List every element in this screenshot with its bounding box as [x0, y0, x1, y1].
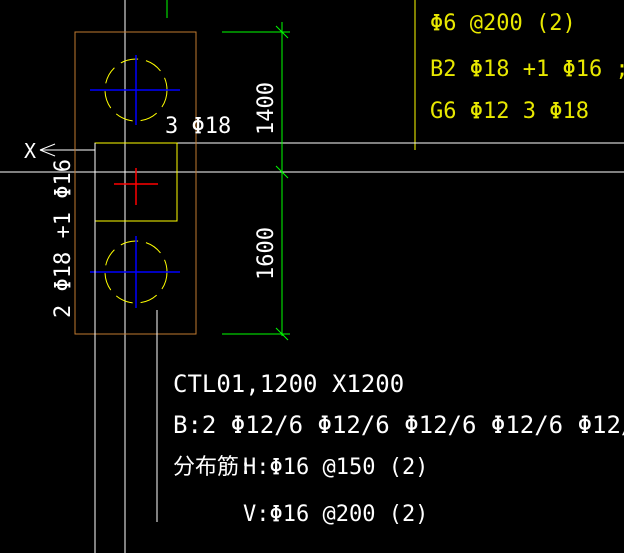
top-bar-label: 3 Φ18 [165, 114, 231, 139]
cap-bottom-reinforcement: B:2 Φ12/6 Φ12/6 Φ12/6 Φ12/6 Φ12/6 Φ12 [173, 411, 624, 439]
dimension-tick [275, 165, 289, 179]
x-axis-arrowhead [39, 143, 56, 151]
side-annotation: G6 Φ12 3 Φ18 [430, 99, 589, 124]
bottom-top-annotation: B2 Φ18 +1 Φ16 ; T2 Φ1 [430, 57, 624, 82]
stirrup-annotation: Φ6 @200 (2) [430, 11, 576, 36]
distribution-h: H:Φ16 @150 (2) [243, 455, 428, 480]
x-axis-label: X [24, 139, 36, 163]
x-axis-arrowhead [39, 149, 56, 157]
distribution-v: V:Φ16 @200 (2) [243, 502, 428, 527]
side-bar-label: 2 Φ18 +1 Φ16 [51, 159, 76, 318]
distribution-label: 分布筋: [173, 455, 252, 480]
dimension-upper: 1400 [254, 82, 279, 135]
dimension-tick [275, 25, 289, 39]
dimension-lower: 1600 [254, 227, 279, 280]
dimension-tick [275, 327, 289, 341]
cap-title: CTL01,1200 X1200 [173, 370, 404, 398]
pile-cap-outline[interactable] [74, 31, 197, 335]
